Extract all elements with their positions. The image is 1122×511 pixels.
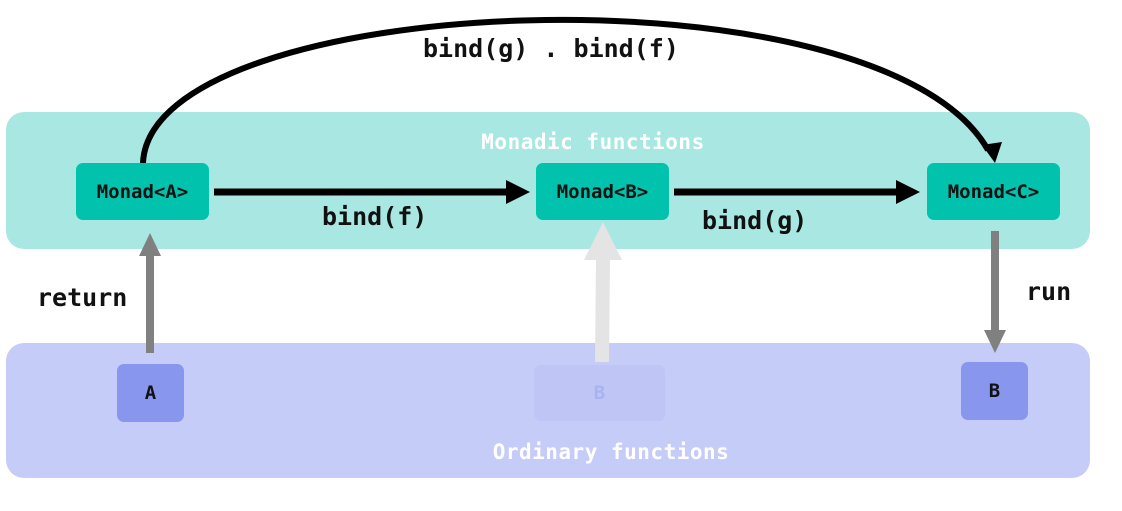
bind-g-arrow <box>674 180 920 204</box>
monadic-functions-title: Monadic functions <box>481 130 705 154</box>
plain-b-node: B <box>961 362 1028 420</box>
plain-a-node: A <box>117 364 184 422</box>
run-label: run <box>1026 277 1072 306</box>
faded-arrow <box>584 222 622 363</box>
return-arrow <box>139 233 161 353</box>
ordinary-functions-title: Ordinary functions <box>492 440 730 464</box>
run-arrow <box>984 231 1006 353</box>
composition-label: bind(g) . bind(f) <box>423 34 679 63</box>
bind-f-label: bind(f) <box>322 202 428 231</box>
monad-a-node: Monad<A> <box>76 163 209 220</box>
plain-b-faded-node: B <box>534 365 665 421</box>
return-label: return <box>37 283 128 312</box>
monad-c-node: Monad<C> <box>927 163 1060 220</box>
bind-g-label: bind(g) <box>702 206 808 235</box>
bind-f-arrow <box>214 180 530 204</box>
monad-b-node: Monad<B> <box>536 163 669 220</box>
composition-arc <box>140 16 1002 164</box>
